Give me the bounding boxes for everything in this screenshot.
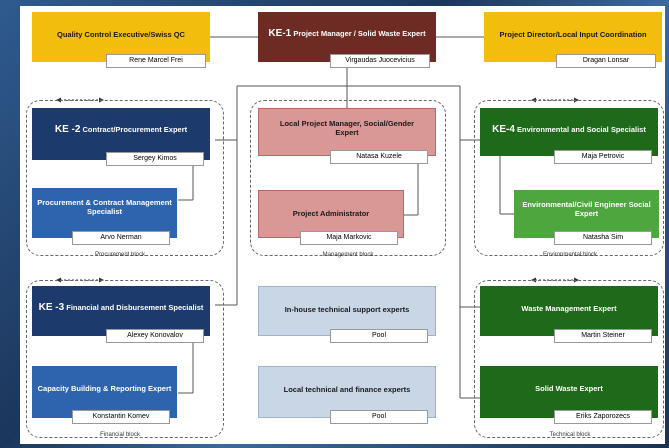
- ke2-code: KE -2: [54, 124, 81, 135]
- procurement-block: [26, 100, 224, 256]
- engineer-title: Environmental/Civil Engineer Social Expe…: [522, 200, 651, 218]
- financial-block: [26, 280, 224, 438]
- ke4-box: KE-4 Environmental and Social Specialist: [480, 108, 658, 156]
- procurement-specialist-title: Procurement & Contract Management Specia…: [37, 198, 172, 216]
- director-box: Project Director/Local Input Coordinatio…: [484, 12, 662, 62]
- local-pm-box: Local Project Manager, Social/Gender Exp…: [258, 108, 436, 156]
- ke3-role: Financial and Disbursement Specialist: [66, 303, 204, 312]
- director-title: Project Director/Local Input Coordinatio…: [499, 30, 647, 39]
- ke1-box: KE-1 Project Manager / Solid Waste Exper…: [258, 12, 436, 62]
- solid-waste-box: Solid Waste Expert: [480, 366, 658, 418]
- ke1-role: Project Manager / Solid Waste Expert: [293, 29, 426, 38]
- admin-name: Maja Markovic: [300, 231, 398, 245]
- ke1-title: KE-1 Project Manager / Solid Waste Exper…: [268, 12, 425, 40]
- ke3-code: KE -3: [38, 302, 65, 313]
- solid-waste-title: Solid Waste Expert: [535, 384, 603, 393]
- ke2-name: Sergey Kimos: [106, 152, 204, 166]
- waste-mgmt-title: Waste Management Expert: [521, 304, 617, 313]
- ke3-name: Alexey Konovalov: [106, 329, 204, 343]
- ke1-code: KE-1: [268, 28, 292, 39]
- local-pm-name: Natasa Kuzele: [330, 150, 428, 164]
- ke4-title: KE-4 Environmental and Social Specialist: [492, 108, 646, 136]
- ke4-role: Environmental and Social Specialist: [517, 125, 646, 134]
- local-experts-box: Local technical and finance experts: [258, 366, 436, 418]
- director-name: Dragan Lonsar: [556, 54, 656, 68]
- qc-box: Quality Control Executive/Swiss QC: [32, 12, 210, 62]
- inhouse-name: Pool: [330, 329, 428, 343]
- waste-mgmt-name: Martin Steiner: [554, 329, 652, 343]
- inhouse-title: In-house technical support experts: [284, 305, 410, 314]
- ke2-box: KE -2 Contract/Procurement Expert: [32, 108, 210, 160]
- qc-title: Quality Control Executive/Swiss QC: [57, 30, 185, 39]
- technical-block: [474, 280, 664, 438]
- procurement-caption: Procurement block: [94, 252, 146, 258]
- local-experts-name: Pool: [330, 410, 428, 424]
- engineer-box: Environmental/Civil Engineer Social Expe…: [514, 190, 659, 238]
- capacity-title: Capacity Building & Reporting Expert: [37, 384, 172, 393]
- environmental-block: [474, 100, 664, 256]
- solid-waste-name: Eriks Zaporozecs: [554, 410, 652, 424]
- procurement-specialist-box: Procurement & Contract Management Specia…: [32, 188, 177, 238]
- technical-caption: Technical block: [549, 432, 591, 438]
- local-pm-title: Local Project Manager, Social/Gender Exp…: [279, 119, 415, 137]
- waste-mgmt-box: Waste Management Expert: [480, 286, 658, 336]
- engineer-name: Natasha Sim: [554, 231, 652, 245]
- ke1-name: Virgaudas Juocevicius: [330, 54, 430, 68]
- ke4-name: Maja Petrovic: [554, 150, 652, 164]
- capacity-name: Konstantin Komev: [72, 410, 170, 424]
- qc-name: Rene Marcel Frei: [106, 54, 206, 68]
- ke2-role: Contract/Procurement Expert: [82, 125, 188, 134]
- capacity-box: Capacity Building & Reporting Expert: [32, 366, 177, 418]
- ke2-title: KE -2 Contract/Procurement Expert: [55, 108, 187, 136]
- financial-caption: Financial block: [100, 432, 140, 438]
- management-block: [250, 100, 446, 256]
- environmental-caption: Environmental block: [542, 252, 598, 258]
- ke3-title: KE -3 Financial and Disbursement Special…: [39, 286, 204, 314]
- ke3-box: KE -3 Financial and Disbursement Special…: [32, 286, 210, 336]
- procurement-specialist-name: Arvo Nerman: [72, 231, 170, 245]
- admin-title: Project Administrator: [292, 209, 370, 218]
- local-experts-title: Local technical and finance experts: [283, 385, 411, 394]
- management-caption: Management block: [322, 252, 374, 258]
- ke4-code: KE-4: [492, 124, 515, 135]
